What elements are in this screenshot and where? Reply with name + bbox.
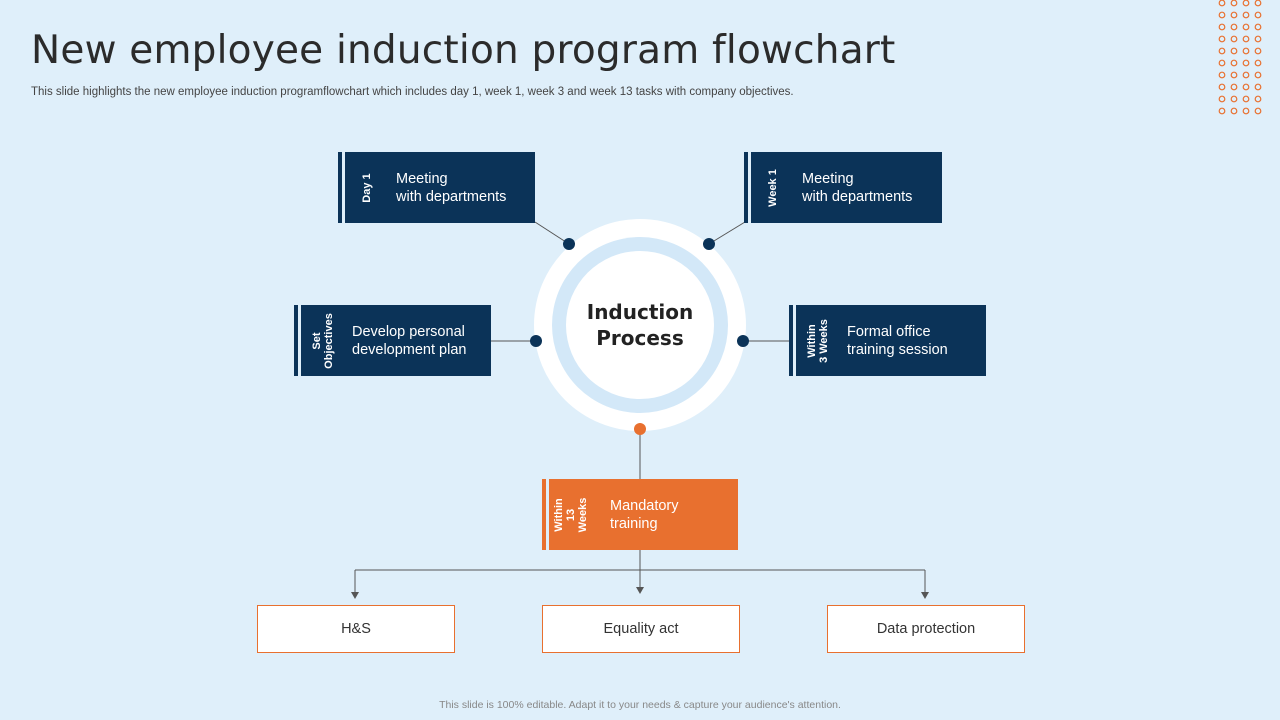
accent-bar xyxy=(338,152,342,223)
accent-bar xyxy=(789,305,793,376)
decorative-dot xyxy=(1230,83,1238,91)
decorative-dot xyxy=(1242,47,1250,55)
connector-dot xyxy=(563,238,575,250)
decorative-dot xyxy=(1218,107,1226,115)
decorative-dot xyxy=(1242,95,1250,103)
decorative-dot xyxy=(1254,59,1262,67)
accent-bar xyxy=(294,305,298,376)
step-within-13-weeks: Within 13 Weeks Mandatory training xyxy=(542,479,738,550)
decorative-dot xyxy=(1218,23,1226,31)
connector-dot xyxy=(634,423,646,435)
center-label: Induction Process xyxy=(586,300,694,350)
decorative-dot xyxy=(1254,11,1262,19)
accent-bar xyxy=(542,479,546,550)
decorative-dot xyxy=(1230,107,1238,115)
decorative-dot xyxy=(1254,35,1262,43)
decorative-dot xyxy=(1254,95,1262,103)
decorative-dot xyxy=(1230,95,1238,103)
decorative-dot xyxy=(1242,71,1250,79)
decorative-dot xyxy=(1230,23,1238,31)
decorative-dot xyxy=(1218,59,1226,67)
connector-dot xyxy=(703,238,715,250)
arrow-head xyxy=(351,592,359,599)
decorative-dot-grid xyxy=(1218,0,1262,115)
decorative-dot xyxy=(1218,71,1226,79)
decorative-dot xyxy=(1254,47,1262,55)
decorative-dot xyxy=(1254,0,1262,7)
decorative-dot xyxy=(1230,47,1238,55)
decorative-dot xyxy=(1218,47,1226,55)
decorative-dot xyxy=(1218,11,1226,19)
step-tag: Set Objectives xyxy=(311,312,336,369)
step-tag: Week 1 xyxy=(767,168,779,207)
decorative-dot xyxy=(1254,83,1262,91)
step-text: Develop personal development plan xyxy=(352,323,467,358)
outcome-equality-act: Equality act xyxy=(542,605,740,653)
step-tag: Within 13 Weeks xyxy=(553,497,589,532)
connector-dot xyxy=(530,335,542,347)
decorative-dot xyxy=(1242,83,1250,91)
connector-dot xyxy=(737,335,749,347)
step-tag: Within 3 Weeks xyxy=(806,318,830,363)
step-text: Meeting with departments xyxy=(802,170,913,205)
decorative-dot xyxy=(1230,0,1238,7)
decorative-dot xyxy=(1230,71,1238,79)
page-title: New employee induction program flowchart xyxy=(31,28,896,73)
decorative-dot xyxy=(1242,11,1250,19)
decorative-dot xyxy=(1254,107,1262,115)
decorative-dot xyxy=(1230,11,1238,19)
decorative-dot xyxy=(1242,107,1250,115)
step-week-1: Week 1 Meeting with departments xyxy=(744,152,942,223)
decorative-dot xyxy=(1242,35,1250,43)
outcome-data-protection: Data protection xyxy=(827,605,1025,653)
arrow-head xyxy=(636,587,644,594)
step-text: Formal office training session xyxy=(847,323,948,358)
step-text: Mandatory training xyxy=(610,497,679,532)
step-set-objectives: Set Objectives Develop personal developm… xyxy=(294,305,491,376)
outcome-hs: H&S xyxy=(257,605,455,653)
decorative-dot xyxy=(1242,0,1250,7)
step-within-3-weeks: Within 3 Weeks Formal office training se… xyxy=(789,305,986,376)
page-subtitle: This slide highlights the new employee i… xyxy=(31,86,794,98)
arrow-head xyxy=(921,592,929,599)
center-circle: Induction Process xyxy=(566,251,714,399)
decorative-dot xyxy=(1230,35,1238,43)
decorative-dot xyxy=(1218,0,1226,7)
decorative-dot xyxy=(1254,71,1262,79)
step-text: Meeting with departments xyxy=(396,170,507,205)
step-tag: Day 1 xyxy=(361,172,373,203)
decorative-dot xyxy=(1242,23,1250,31)
footer-note: This slide is 100% editable. Adapt it to… xyxy=(439,699,841,711)
decorative-dot xyxy=(1242,59,1250,67)
decorative-dot xyxy=(1218,35,1226,43)
decorative-dot xyxy=(1230,59,1238,67)
step-day-1: Day 1 Meeting with departments xyxy=(338,152,535,223)
decorative-dot xyxy=(1218,95,1226,103)
decorative-dot xyxy=(1218,83,1226,91)
decorative-dot xyxy=(1254,23,1262,31)
accent-bar xyxy=(744,152,748,223)
